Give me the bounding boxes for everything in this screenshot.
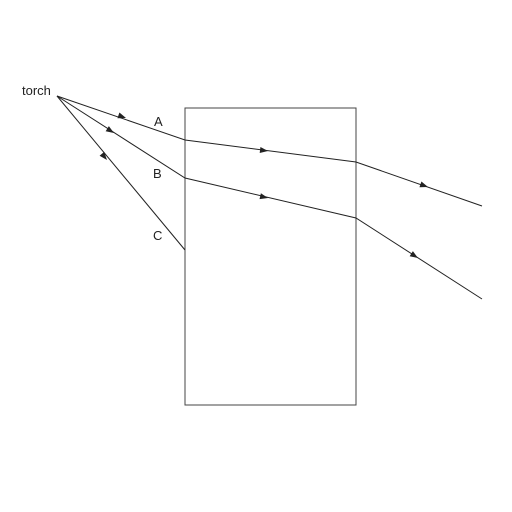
ray-a-arrow-emergent (419, 181, 428, 188)
ray-c-path (56, 95, 186, 251)
ray-b-label: B (153, 166, 162, 181)
ray-c-label: C (153, 228, 162, 243)
ray-b-arrow-in-block (259, 193, 268, 200)
ray-b-arrow-incident (105, 126, 114, 133)
ray-a-path (56, 95, 483, 207)
ray-b-path (56, 95, 483, 300)
ray-a-label: A (154, 114, 163, 129)
torch-label: torch (22, 83, 51, 98)
ray-c-arrow-incident (99, 151, 107, 160)
ray-a-arrow-incident (117, 112, 126, 119)
ray-a-arrow-in-block (259, 147, 268, 153)
ray-b-arrow-emergent (409, 251, 418, 258)
glass-block (184, 107, 357, 406)
